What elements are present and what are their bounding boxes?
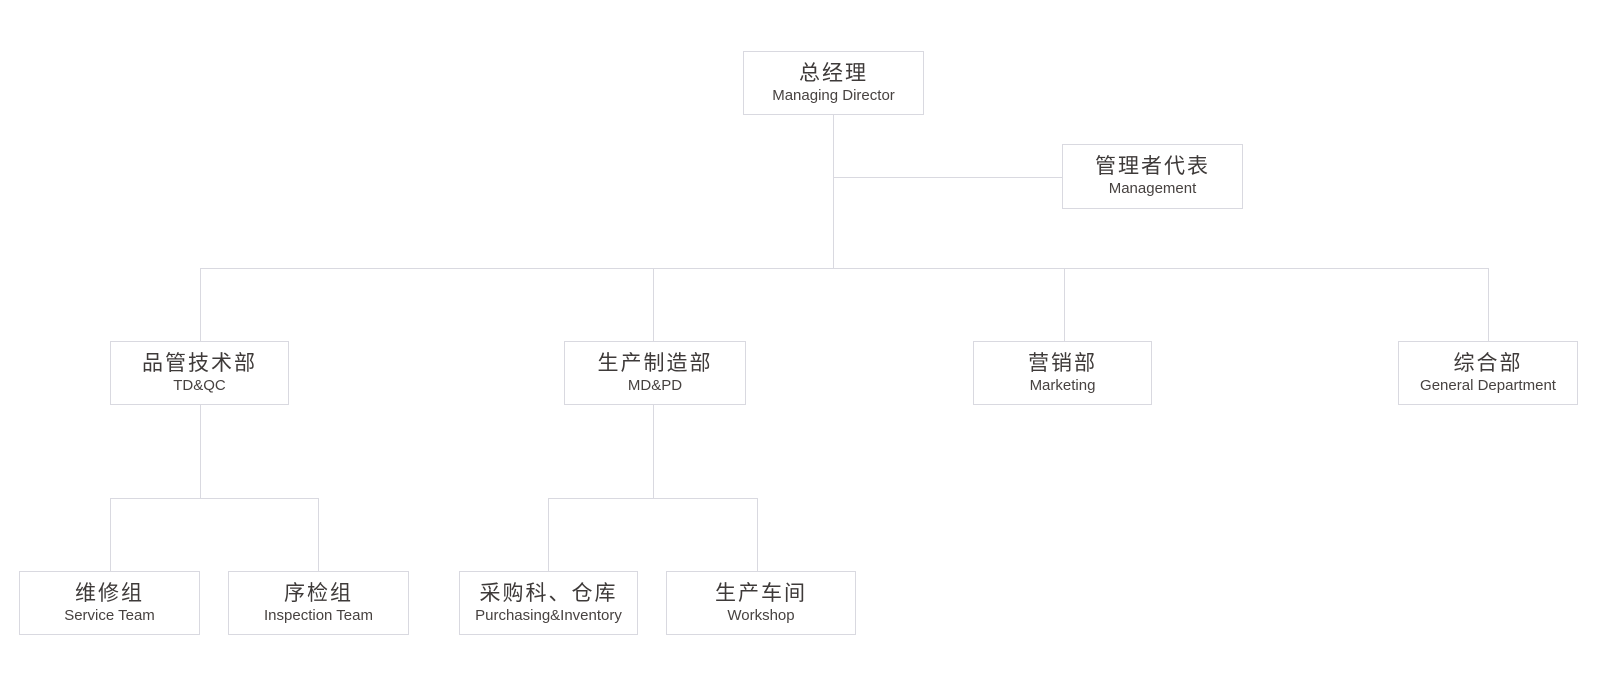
- connector-mdpd-bracket: [548, 498, 758, 499]
- connector-drop-tdqc: [200, 268, 201, 341]
- node-label-zh: 维修组: [75, 581, 144, 605]
- org-node-md-pd: 生产制造部 MD&PD: [564, 341, 746, 405]
- connector-drop-workshop: [757, 498, 758, 571]
- connector-tdqc-bracket: [110, 498, 319, 499]
- connector-tdqc-down: [200, 405, 201, 498]
- node-label-en: Service Team: [64, 606, 155, 624]
- node-label-en: Marketing: [1029, 376, 1096, 394]
- node-label-zh: 序检组: [284, 581, 353, 605]
- connector-gm-down: [833, 115, 834, 268]
- node-label-en: MD&PD: [627, 376, 683, 394]
- org-node-service-team: 维修组 Service Team: [19, 571, 200, 635]
- node-label-zh: 品管技术部: [142, 351, 257, 375]
- node-label-zh: 采购科、仓库: [479, 581, 618, 605]
- org-node-inspection-team: 序检组 Inspection Team: [228, 571, 409, 635]
- node-label-en: Workshop: [727, 606, 795, 624]
- connector-drop-inspection: [318, 498, 319, 571]
- org-node-managing-director: 总经理 Managing Director: [743, 51, 924, 115]
- node-label-en: Inspection Team: [264, 606, 373, 624]
- org-node-workshop: 生产车间 Workshop: [666, 571, 856, 635]
- org-node-management-rep: 管理者代表 Management: [1062, 144, 1243, 209]
- node-label-zh: 总经理: [799, 61, 868, 85]
- node-label-en: Managing Director: [772, 86, 895, 104]
- node-label-en: General Department: [1420, 376, 1556, 394]
- connector-drop-mdpd: [653, 268, 654, 341]
- node-label-zh: 营销部: [1028, 351, 1097, 375]
- org-node-td-qc: 品管技术部 TD&QC: [110, 341, 289, 405]
- node-label-en: Management: [1108, 180, 1197, 198]
- node-label-zh: 生产车间: [715, 581, 807, 605]
- node-label-zh: 管理者代表: [1095, 155, 1210, 178]
- connector-drop-service: [110, 498, 111, 571]
- org-node-general-dept: 综合部 General Department: [1398, 341, 1578, 405]
- org-node-purchasing: 采购科、仓库 Purchasing&Inventory: [459, 571, 638, 635]
- org-node-marketing: 营销部 Marketing: [973, 341, 1152, 405]
- node-label-zh: 综合部: [1453, 351, 1523, 375]
- node-label-zh: 生产制造部: [597, 351, 713, 375]
- node-label-en: Purchasing&Inventory: [475, 606, 622, 624]
- node-label-en: TD&QC: [173, 376, 226, 394]
- connector-mdpd-down: [653, 405, 654, 498]
- connector-management-rep: [833, 177, 1062, 178]
- connector-main-horizontal: [200, 268, 1489, 269]
- connector-drop-marketing: [1064, 268, 1065, 341]
- connector-drop-purchasing: [548, 498, 549, 571]
- connector-drop-general: [1488, 268, 1489, 341]
